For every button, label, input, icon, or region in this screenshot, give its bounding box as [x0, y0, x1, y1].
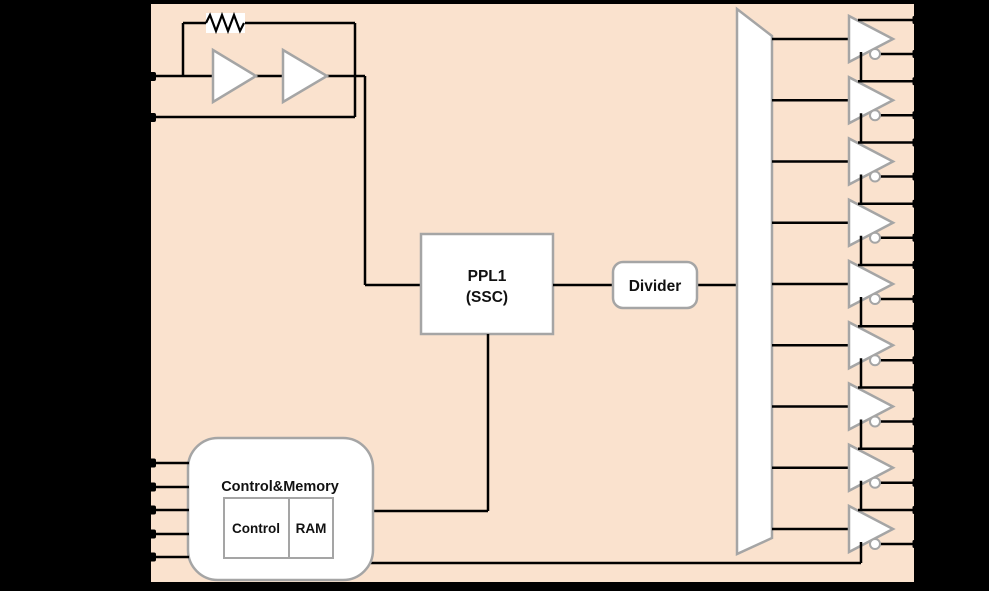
divider-box	[611, 260, 699, 310]
inverter-bubble-icon	[869, 170, 881, 183]
pin-output-true	[912, 138, 921, 147]
feedback-resistor-icon	[205, 11, 245, 35]
output-buffer-1	[772, 13, 921, 65]
inverter-bubble-icon	[869, 476, 881, 489]
pin-control-1	[147, 458, 156, 468]
pin-output-true	[912, 199, 921, 208]
inverter-bubble-icon	[869, 538, 881, 550]
pin-output-true	[912, 261, 921, 269]
pll-label-line2: (SSC)	[466, 289, 508, 306]
oscillator-section	[147, 11, 421, 287]
inverter-bubble-icon	[869, 415, 881, 428]
divider-block: Divider	[611, 260, 699, 310]
pin-output-complement	[912, 540, 921, 548]
control-memory-block: Control&Memory Control RAM	[186, 334, 861, 582]
pin-output-complement	[912, 478, 921, 487]
ram-sub-block	[288, 497, 334, 559]
pin-output-true	[912, 322, 921, 331]
divider-label: Divider	[629, 278, 682, 295]
control-sub-block	[223, 497, 290, 559]
pin-osc-1	[147, 72, 156, 81]
output-buffer-8	[772, 419, 921, 493]
inverter-bubble-icon	[869, 293, 881, 305]
output-buffer-3	[772, 113, 921, 187]
pin-output-true	[912, 444, 921, 453]
ram-label: RAM	[296, 521, 327, 536]
inverter-bubble-icon	[869, 231, 881, 244]
pin-output-complement	[912, 417, 921, 426]
pin-control-3	[147, 505, 156, 515]
pll-block: PPL1 (SSC)	[419, 232, 555, 336]
pin-output-complement	[912, 172, 921, 181]
osc-amplifier-icon	[211, 47, 259, 105]
output-buffer-2	[772, 52, 921, 126]
output-buffer-5	[772, 235, 921, 310]
pll-label-line1: PPL1	[468, 268, 507, 285]
pin-output-true	[912, 506, 921, 514]
inverter-bubble-icon	[869, 48, 881, 60]
pin-output-complement	[912, 295, 921, 303]
control-memory-title: Control&Memory	[221, 479, 339, 495]
pin-output-true	[912, 16, 921, 24]
inverter-bubble-icon	[869, 354, 881, 367]
output-buffer-7	[772, 358, 921, 432]
output-buffer-array	[772, 13, 921, 563]
inverter-bubble-icon	[869, 109, 881, 122]
pin-control-4	[147, 529, 156, 539]
output-buffer-9	[772, 480, 921, 563]
fanout-mux-shape	[735, 6, 774, 556]
pin-output-true	[912, 383, 921, 392]
pin-output-complement	[912, 111, 921, 120]
output-buffer-4	[772, 174, 921, 248]
pin-control-2	[147, 482, 156, 492]
pin-output-complement	[912, 356, 921, 365]
control-label: Control	[232, 521, 280, 536]
pin-osc-2	[147, 113, 156, 122]
control-input-pins	[147, 458, 189, 562]
pin-output-true	[912, 77, 921, 86]
osc-buffer-icon	[281, 47, 330, 105]
output-buffer-6	[772, 297, 921, 371]
pin-output-complement	[912, 233, 921, 242]
pin-output-complement	[912, 50, 921, 58]
pin-control-5	[147, 552, 156, 562]
